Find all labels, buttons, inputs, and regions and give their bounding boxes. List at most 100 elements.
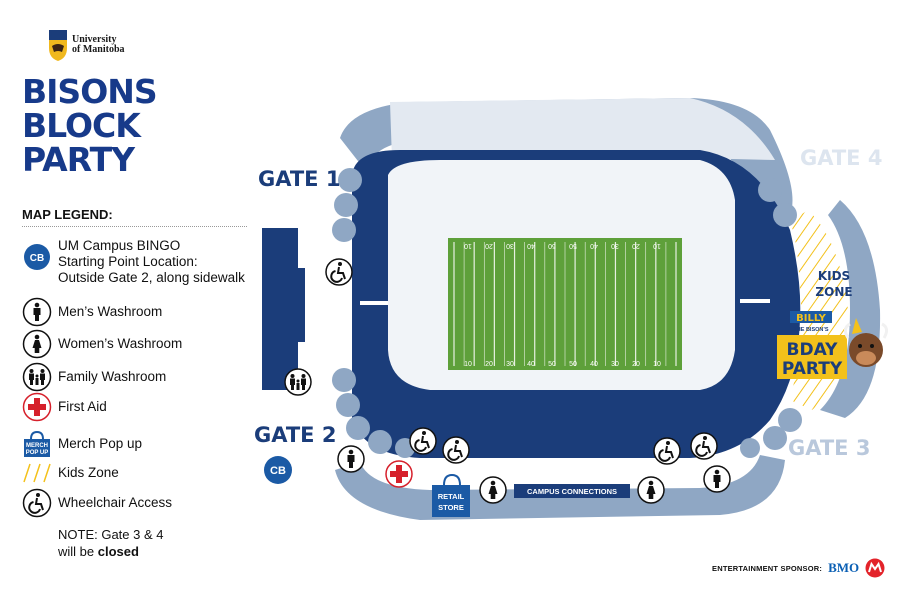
kids-zone-line2: ZONE xyxy=(815,285,852,299)
billy-line1: BILLY xyxy=(796,313,827,324)
first-aid-icon[interactable] xyxy=(385,460,413,488)
yard-number-bottom: 50 xyxy=(548,361,556,368)
yard-number-top: 30 xyxy=(506,242,514,249)
bingo-start-marker[interactable]: CB xyxy=(264,456,292,484)
legend-item-womens: Women’s Washroom xyxy=(22,329,182,359)
legend-bingo-line1: UM Campus BINGO xyxy=(58,238,181,253)
wheelchair-icon[interactable] xyxy=(442,436,470,464)
yard-number-bottom: 20 xyxy=(485,361,493,368)
sponsor-label: ENTERTAINMENT SPONSOR: xyxy=(712,563,823,573)
yard-number-top: 50 xyxy=(548,242,556,249)
wheelchair-icon[interactable] xyxy=(690,432,718,460)
legend-title: MAP LEGEND: xyxy=(22,207,113,222)
retail-line1: RETAIL xyxy=(438,492,465,501)
kids-zone-hatch-icon xyxy=(23,463,51,483)
note-line2: will be closed xyxy=(58,543,164,560)
legend-womens-label: Women’s Washroom xyxy=(58,336,183,351)
east-bowl-block xyxy=(740,230,790,310)
gate1-label: GATE 1 xyxy=(258,167,340,191)
note-line1: NOTE: Gate 3 & 4 xyxy=(58,527,164,542)
wheelchair-icon[interactable] xyxy=(325,258,353,286)
logo-line2: of Manitoba xyxy=(72,44,125,55)
west-building xyxy=(262,228,305,390)
yard-numbers-top: 10 20 30 40 50 50 40 30 20 10 xyxy=(464,242,661,249)
bday-line1: BDAY xyxy=(787,340,839,360)
yard-number-top: 20 xyxy=(632,242,640,249)
family-washroom-icon xyxy=(22,362,52,392)
sponsor-block: ENTERTAINMENT SPONSOR: BMO xyxy=(712,558,885,578)
family-washroom-icon[interactable] xyxy=(284,368,312,396)
legend-item-wheelchair: Wheelchair Access xyxy=(22,488,172,518)
bmo-roundel-icon xyxy=(865,558,885,578)
campus-connections-label: CAMPUS CONNECTIONS xyxy=(527,487,617,496)
first-aid-icon xyxy=(22,392,52,422)
event-title: BISONS BLOCK PARTY xyxy=(22,75,172,177)
cb-badge-text: CB xyxy=(30,253,44,264)
upper-deck xyxy=(390,98,775,160)
yard-number-bottom: 30 xyxy=(506,361,514,368)
title-line1: BISONS xyxy=(22,72,158,111)
note-line2-bold: closed xyxy=(97,544,139,559)
yard-number-top: 40 xyxy=(527,242,535,249)
legend-item-kids-zone: Kids Zone xyxy=(22,458,119,488)
wheelchair-icon[interactable] xyxy=(409,427,437,455)
wheelchair-icon[interactable] xyxy=(653,437,681,465)
yard-number-bottom: 40 xyxy=(590,361,598,368)
yard-number-top: 30 xyxy=(611,242,619,249)
shield-crest-icon xyxy=(49,30,67,61)
note-line2-prefix: will be xyxy=(58,544,98,559)
legend-item-family: Family Washroom xyxy=(22,362,166,392)
gate-closure-note: NOTE: Gate 3 & 4 will be closed xyxy=(58,526,164,560)
womens-washroom-icon[interactable] xyxy=(637,476,665,504)
legend-family-label: Family Washroom xyxy=(58,369,167,384)
mens-washroom-icon[interactable] xyxy=(337,445,365,473)
bday-line2: PARTY xyxy=(782,359,843,379)
legend-mens-label: Men’s Washroom xyxy=(58,304,163,319)
yard-number-bottom: 50 xyxy=(569,361,577,368)
legend-wheelchair-label: Wheelchair Access xyxy=(58,495,173,510)
mens-washroom-icon xyxy=(22,297,52,327)
legend-divider xyxy=(22,226,247,227)
seating-crowd-edges xyxy=(332,168,802,458)
merch-popup-icon: MERCH POP UP xyxy=(24,430,50,457)
title-line3: PARTY xyxy=(22,140,135,179)
retail-store-marker[interactable]: RETAIL STORE xyxy=(432,473,470,517)
legend-kids-zone-label: Kids Zone xyxy=(58,465,119,480)
yard-number-bottom: 30 xyxy=(611,361,619,368)
yard-number-top: 50 xyxy=(569,242,577,249)
gate4-label: GATE 4 xyxy=(800,146,882,170)
wheelchair-icon xyxy=(22,488,52,518)
campus-connections-marker[interactable]: CAMPUS CONNECTIONS xyxy=(514,484,630,498)
sponsor-brand: BMO xyxy=(828,560,860,575)
kids-zone-line1: KIDS xyxy=(818,269,850,283)
yard-number-top: 40 xyxy=(590,242,598,249)
retail-line2: STORE xyxy=(438,503,464,512)
legend-first-aid-label: First Aid xyxy=(58,399,107,414)
yard-number-top: 10 xyxy=(653,242,661,249)
gate3-label: GATE 3 xyxy=(788,436,870,460)
title-line2: BLOCK xyxy=(22,106,141,145)
yard-number-bottom: 10 xyxy=(464,361,472,368)
yard-number-top: 20 xyxy=(485,242,493,249)
legend-merch-label: Merch Pop up xyxy=(58,436,143,451)
mens-washroom-icon[interactable] xyxy=(703,465,731,493)
merch-badge-line2: POP UP xyxy=(26,450,49,456)
yard-number-bottom: 40 xyxy=(527,361,535,368)
womens-washroom-icon[interactable] xyxy=(479,476,507,504)
yard-number-bottom: 20 xyxy=(632,361,640,368)
university-logo: University of Manitoba xyxy=(48,28,125,62)
legend-item-bingo: CB UM Campus BINGO Starting Point Locati… xyxy=(22,238,245,286)
yard-number-top: 10 xyxy=(464,242,472,249)
cb-marker-text: CB xyxy=(270,465,286,477)
cb-badge-icon: CB xyxy=(24,244,50,270)
womens-washroom-icon xyxy=(22,329,52,359)
bison-mascot-icon xyxy=(843,318,889,367)
legend-bingo-line2: Starting Point Location: xyxy=(58,254,198,269)
legend-bingo-line3: Outside Gate 2, along sidewalk xyxy=(58,270,245,285)
legend-item-first-aid: First Aid xyxy=(22,392,107,422)
logo-line1: University xyxy=(72,34,117,45)
legend-item-merch: MERCH POP UP Merch Pop up xyxy=(22,429,142,459)
bday-party-badge: BILLY THE BISON’S BDAY PARTY xyxy=(777,311,889,379)
